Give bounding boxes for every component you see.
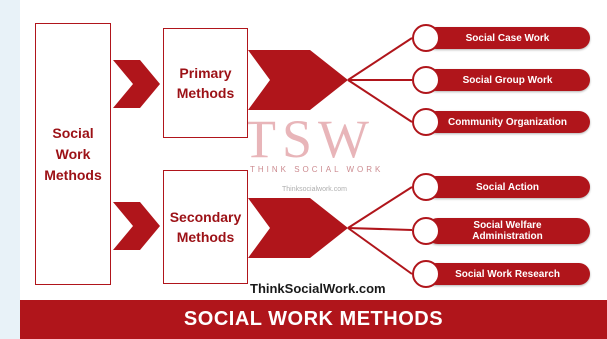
big-arrow-secondary: [248, 198, 348, 258]
node-circle: [412, 217, 440, 245]
watermark-logo: TSW: [243, 109, 375, 169]
watermark-url: Thinksocialwork.com: [282, 186, 347, 193]
chevron-arrow-secondary: [113, 202, 160, 250]
method-pill-community-organization: Community Organization: [425, 111, 590, 133]
method-pill-social-action: Social Action: [425, 176, 590, 198]
method-pill-label: Social Action: [476, 181, 539, 193]
connector-line: [347, 79, 413, 123]
node-circle: [412, 173, 440, 201]
connector-line: [347, 186, 413, 229]
method-pill-label: Social Group Work: [462, 74, 553, 86]
site-label: ThinkSocialWork.com: [250, 281, 386, 296]
node-circle: [412, 24, 440, 52]
footer-title-bar: SOCIAL WORK METHODS: [20, 300, 607, 339]
method-pill-label: Community Organization: [448, 116, 567, 128]
connector-line: [347, 37, 413, 81]
main-methods-label: Social Work Methods: [44, 124, 102, 183]
footer-title: SOCIAL WORK METHODS: [183, 308, 444, 330]
connector-line: [347, 227, 413, 231]
chevron-arrow-primary: [113, 60, 160, 108]
method-pill-social-welfare-administration: Social Welfare Administration: [425, 218, 590, 244]
method-pill-label: Social Work Research: [455, 268, 560, 280]
method-pill-social-work-research: Social Work Research: [425, 263, 590, 285]
secondary-methods-box: Secondary Methods: [163, 170, 248, 284]
method-pill-label: Social Case Work: [465, 32, 550, 44]
secondary-methods-label: Secondary Methods: [169, 209, 242, 245]
method-pill-social-group-work: Social Group Work: [425, 69, 590, 91]
node-circle: [412, 108, 440, 136]
primary-methods-label: Primary Methods: [176, 65, 235, 101]
big-arrow-primary: [248, 50, 348, 110]
node-circle: [412, 66, 440, 94]
node-circle: [412, 260, 440, 288]
connector-line: [347, 227, 413, 275]
method-pill-social-case-work: Social Case Work: [425, 27, 590, 49]
watermark-tagline: THINK SOCIAL WORK: [250, 165, 384, 174]
primary-methods-box: Primary Methods: [163, 28, 248, 138]
method-pill-label: Social Welfare Administration: [472, 220, 543, 242]
main-methods-box: Social Work Methods: [35, 23, 111, 285]
